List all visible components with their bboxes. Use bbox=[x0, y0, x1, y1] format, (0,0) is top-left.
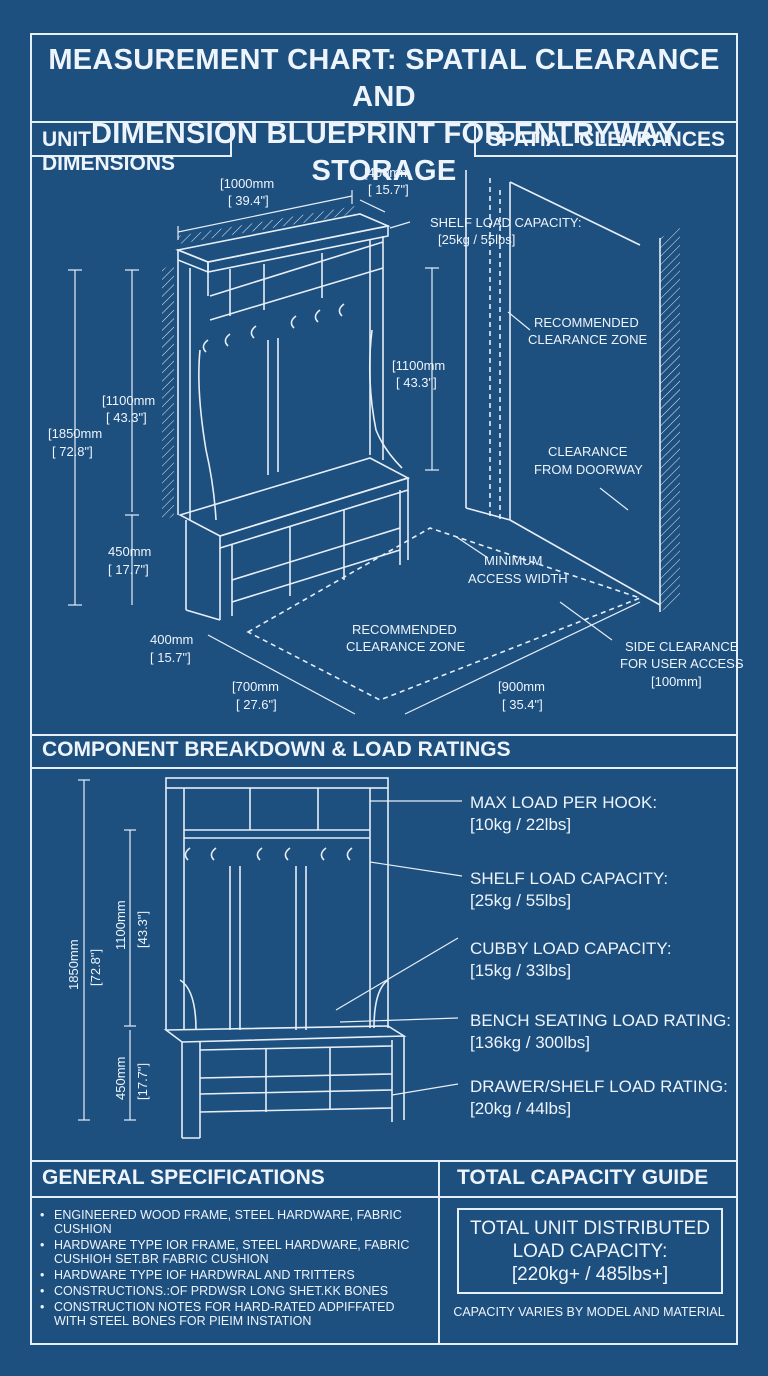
top-shelf-cap-label: SHELF LOAD CAPACITY: bbox=[430, 215, 581, 230]
doorway-clearance-1: CLEARANCE bbox=[548, 444, 628, 459]
bench-height-mm: 450mm bbox=[108, 544, 151, 559]
page-title: MEASUREMENT CHART: SPATIAL CLEARANCE AND… bbox=[32, 42, 736, 190]
component-breakdown-drawing: 1850mm [72.8"] 1100mm [43.3"] 450mm [17.… bbox=[66, 777, 731, 1139]
top-wall-hatch bbox=[178, 206, 355, 244]
load-ratings: MAX LOAD PER HOOK: [10kg / 22lbs] SHELF … bbox=[470, 793, 731, 1118]
floor-zone-1: RECOMMENDED bbox=[352, 622, 457, 637]
cubby-rating-name: CUBBY LOAD CAPACITY: bbox=[470, 939, 672, 958]
side-clearance-3: [100mm] bbox=[651, 674, 702, 689]
spec-item: HARDWARE TYPE IOR FRAME, STEEL HARDWARE,… bbox=[40, 1238, 420, 1266]
total-height-in: [ 72.8"] bbox=[52, 444, 93, 459]
room-corner bbox=[465, 170, 661, 606]
middle-divider-top bbox=[30, 734, 738, 736]
general-specs-heading: GENERAL SPECIFICATIONS bbox=[42, 1166, 325, 1189]
hall-tree-front bbox=[163, 777, 407, 1139]
access-in: [ 35.4"] bbox=[502, 697, 543, 712]
drawer-rating-value: [20kg / 44lbs] bbox=[470, 1099, 571, 1118]
min-access-1: MINIMUM bbox=[484, 553, 543, 568]
access-mm: [900mm bbox=[498, 679, 545, 694]
left-wall-hatch bbox=[162, 262, 174, 523]
comp-bench-h-mm: 450mm bbox=[113, 1057, 128, 1100]
right-wall-hatch bbox=[660, 228, 680, 612]
component-dim-text: 1850mm [72.8"] 1100mm [43.3"] 450mm [17.… bbox=[66, 900, 150, 1100]
bench-rating-name: BENCH SEATING LOAD RATING: bbox=[470, 1011, 731, 1030]
unit-dimensions-heading: UNIT DIMENSIONS bbox=[30, 121, 232, 175]
bench-height-in: [ 17.7"] bbox=[108, 562, 149, 577]
title-line-1: MEASUREMENT CHART: SPATIAL CLEARANCE AND bbox=[48, 44, 720, 113]
hook-rating-name: MAX LOAD PER HOOK: bbox=[470, 793, 657, 812]
depth-in-label: [ 15.7"] bbox=[368, 182, 409, 197]
spec-item: CONSTRUCTION NOTES FOR HARD-RATED ADPIFF… bbox=[40, 1300, 420, 1328]
capacity-line-1: TOTAL UNIT DISTRIBUTED bbox=[470, 1218, 710, 1239]
total-capacity-heading: TOTAL CAPACITY GUIDE bbox=[457, 1166, 709, 1189]
comp-total-h-mm: 1850mm bbox=[66, 939, 81, 990]
hook-rating-value: [10kg / 22lbs] bbox=[470, 815, 571, 834]
bottom-divider-bottom bbox=[30, 1196, 738, 1198]
width-in-label: [ 39.4"] bbox=[228, 193, 269, 208]
dimension-lines bbox=[68, 190, 641, 715]
spatial-clearances-heading: SPATIAL CLEARANCES bbox=[474, 121, 738, 157]
hook-height-mm: [1100mm bbox=[102, 393, 155, 408]
hook-height-in: [ 43.3"] bbox=[106, 410, 147, 425]
floor-zone-2: CLEARANCE ZONE bbox=[346, 639, 466, 654]
side-clearance-1: SIDE CLEARANCE bbox=[625, 639, 739, 654]
capacity-value: [220kg+ / 485lbs+] bbox=[511, 1264, 669, 1285]
shelf-rating-name: SHELF LOAD CAPACITY: bbox=[470, 869, 668, 888]
outer-frame bbox=[30, 33, 738, 1345]
dimension-text: [1000mm [ 39.4"] [400mm [ 15.7"] SHELF L… bbox=[48, 165, 744, 712]
total-height-mm: [1850mm bbox=[48, 426, 102, 441]
unit-dimensions-drawing: [1000mm [ 39.4"] [400mm [ 15.7"] SHELF L… bbox=[48, 165, 744, 715]
width-mm-label: [1000mm bbox=[220, 176, 274, 191]
spec-item: HARDWARE TYPE IOF HARDWRAL AND TRITTERS bbox=[40, 1268, 420, 1282]
base-depth-mm: 400mm bbox=[150, 632, 193, 647]
front-in: [ 27.6"] bbox=[236, 697, 277, 712]
title-divider bbox=[30, 121, 738, 123]
drawer-rating-name: DRAWER/SHELF LOAD RATING: bbox=[470, 1077, 728, 1096]
comp-upper-h-in: [43.3"] bbox=[135, 911, 150, 948]
callout-leader-lines bbox=[335, 800, 463, 1096]
shelf-rating-value: [25kg / 55lbs] bbox=[470, 891, 571, 910]
general-specs-list: ENGINEERED WOOD FRAME, STEEL HARDWARE, F… bbox=[40, 1208, 420, 1330]
cubby-rating-value: [15kg / 33lbs] bbox=[470, 961, 571, 980]
clearance-dashed-lines bbox=[246, 178, 643, 701]
right-height-mm: [1100mm bbox=[392, 358, 445, 373]
min-access-2: ACCESS WIDTH bbox=[468, 571, 568, 586]
doorway-clearance-2: FROM DOORWAY bbox=[534, 462, 643, 477]
bench-rating-value: [136kg / 300lbs] bbox=[470, 1033, 590, 1052]
side-clearance-2: FOR USER ACCESS bbox=[620, 656, 744, 671]
rec-zone-label-1: RECOMMENDED bbox=[534, 315, 639, 330]
comp-upper-h-mm: 1100mm bbox=[113, 900, 128, 950]
bottom-divider-top bbox=[30, 1160, 738, 1162]
total-capacity-box: TOTAL UNIT DISTRIBUTED LOAD CAPACITY: [2… bbox=[457, 1208, 723, 1294]
bottom-column-divider bbox=[438, 1160, 440, 1345]
base-depth-in: [ 15.7"] bbox=[150, 650, 191, 665]
spec-item: CONSTRUCTIONS.:OF PRDWSR LONG SHET.KK BO… bbox=[40, 1284, 420, 1298]
depth-mm-label: [400mm bbox=[364, 165, 411, 180]
title-line-2: DIMENSION BLUEPRINT FOR ENTRYWAY STORAGE bbox=[91, 118, 677, 187]
front-mm: [700mm bbox=[232, 679, 279, 694]
middle-divider-bottom bbox=[30, 767, 738, 769]
capacity-note: CAPACITY VARIES BY MODEL AND MATERIAL bbox=[453, 1305, 725, 1319]
right-height-in: [ 43.3"] bbox=[396, 375, 437, 390]
comp-bench-h-in: [17.7"] bbox=[135, 1063, 150, 1100]
top-shelf-cap-value: [25kg / 55lbs] bbox=[438, 232, 515, 247]
spec-item: ENGINEERED WOOD FRAME, STEEL HARDWARE, F… bbox=[40, 1208, 420, 1236]
comp-total-h-in: [72.8"] bbox=[88, 949, 103, 986]
rec-zone-label-2: CLEARANCE ZONE bbox=[528, 332, 648, 347]
capacity-line-2: LOAD CAPACITY: bbox=[512, 1241, 668, 1262]
component-dim-lines bbox=[78, 779, 136, 1121]
hall-tree-isometric bbox=[175, 213, 411, 621]
component-breakdown-heading: COMPONENT BREAKDOWN & LOAD RATINGS bbox=[42, 738, 511, 761]
